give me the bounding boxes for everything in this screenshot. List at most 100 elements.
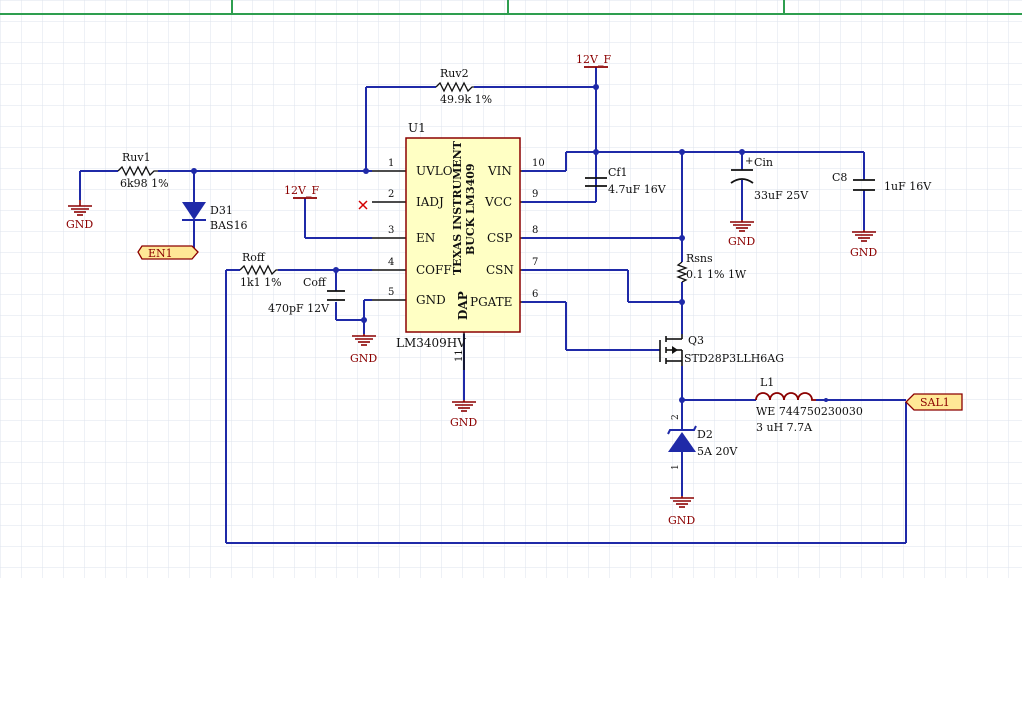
- diode-d31[interactable]: D31 BAS16: [182, 202, 248, 232]
- pin-name: COFF: [416, 263, 452, 277]
- pin-number: 4: [388, 257, 394, 268]
- resistor-ruv2-symbol: [435, 81, 474, 93]
- pin-name: CSP: [487, 231, 512, 245]
- junctions: [191, 84, 745, 403]
- rsns-ref: Rsns: [686, 252, 713, 265]
- diode-d2[interactable]: 2 1 D2 5A 20V: [667, 414, 738, 470]
- gnd-symbol: [730, 220, 754, 232]
- pin-name: IADJ: [416, 195, 444, 209]
- port-sal1-shape: [905, 393, 963, 411]
- pin-name: CSN: [486, 263, 514, 277]
- d31-symbol: [182, 202, 206, 220]
- capacitor-coff[interactable]: Coff 470pF 12V: [268, 276, 345, 315]
- no-connect-marker: [358, 200, 368, 210]
- ic-part-number: LM3409HV: [396, 336, 466, 350]
- cin-curved-plate: [730, 178, 754, 184]
- pin-name: GND: [416, 293, 446, 307]
- capacitor-cf1[interactable]: Cf1 4.7uF 16V: [585, 166, 667, 196]
- pin-number: 6: [532, 289, 538, 300]
- q3-ref: Q3: [688, 334, 704, 347]
- power-label-12v-left: 12V_F: [284, 184, 319, 199]
- schematic-sheet: U1 LM3409HV TEXAS INSTRUMENT BUCK LM3409…: [0, 0, 1022, 578]
- ruv2-ref: Ruv2: [440, 67, 469, 80]
- port-sal1[interactable]: SAL1: [905, 393, 963, 411]
- d31-ref: D31: [210, 204, 233, 217]
- cin-ref: Cin: [754, 156, 773, 169]
- wires: [79, 67, 907, 544]
- pin-number: 8: [532, 225, 538, 236]
- gnd-symbol: [670, 496, 694, 508]
- c8-ref: C8: [832, 171, 847, 184]
- l1-value-rating: 3 uH 7.7A: [756, 421, 813, 434]
- d2-pin-top: 2: [671, 414, 681, 420]
- resistor-ruv2[interactable]: Ruv2 49.9k 1%: [435, 67, 492, 106]
- ic-vendor-line2: BUCK LM3409: [464, 163, 477, 255]
- pin-name: PGATE: [470, 295, 512, 309]
- cin-polarity-mark: +: [745, 156, 753, 167]
- pin-name: VIN: [487, 164, 512, 178]
- pin-number: 9: [532, 189, 538, 200]
- resistor-ruv1[interactable]: Ruv1 6k98 1%: [117, 151, 169, 190]
- resistor-rsns-symbol: [676, 261, 688, 283]
- gnd-label: GND: [66, 218, 93, 231]
- pin-name: UVLO: [416, 164, 453, 178]
- q3-value: STD28P3LLH6AG: [684, 352, 784, 365]
- capacitor-c8[interactable]: C8 1uF 16V: [832, 171, 932, 193]
- capacitor-cin[interactable]: + Cin 33uF 25V: [730, 156, 809, 202]
- ruv1-value: 6k98 1%: [120, 177, 169, 190]
- roff-ref: Roff: [242, 251, 266, 264]
- power-label-left-text: 12V_F: [284, 184, 319, 197]
- d2-zener-bar: [667, 425, 697, 435]
- ruv2-value: 49.9k 1%: [440, 93, 492, 106]
- ruv1-ref: Ruv1: [122, 151, 151, 164]
- inductor-l1[interactable]: L1 WE 744750230030 3 uH 7.7A: [755, 376, 863, 434]
- resistor-rsns[interactable]: Rsns 0.1 1% 1W: [676, 252, 747, 283]
- gnd-label: GND: [850, 246, 877, 259]
- port-en1-label: EN1: [148, 247, 173, 260]
- resistor-roff-symbol: [239, 264, 278, 276]
- gnd-symbol: [852, 230, 876, 242]
- ic-dap-pin-number: 11: [454, 349, 465, 362]
- mosfet-q3[interactable]: Q3 STD28P3LLH6AG: [659, 334, 784, 366]
- pin-number: 7: [532, 257, 538, 268]
- power-label-12v-top: 12V_F: [576, 53, 611, 68]
- ic-vendor-line1: TEXAS INSTRUMENT: [451, 140, 464, 275]
- coff-value: 470pF 12V: [268, 302, 330, 315]
- ic-body: [405, 137, 521, 333]
- power-label-top-text: 12V_F: [576, 53, 611, 66]
- gnd-symbol: [452, 400, 476, 412]
- pin-number: 5: [388, 287, 394, 298]
- rsns-value: 0.1 1% 1W: [686, 268, 747, 281]
- cf1-ref: Cf1: [608, 166, 628, 179]
- l1-value-part: WE 744750230030: [756, 405, 863, 418]
- gnd-symbol: [352, 334, 376, 346]
- d2-pin-bottom: 1: [671, 464, 681, 470]
- port-en1-shape: [137, 245, 199, 260]
- coff-ref: Coff: [303, 276, 327, 289]
- pin-number: 2: [388, 189, 394, 200]
- gnd-symbol: [68, 200, 92, 216]
- pin-number: 3: [388, 225, 394, 236]
- ic-u1[interactable]: U1 LM3409HV TEXAS INSTRUMENT BUCK LM3409…: [372, 121, 545, 370]
- ic-dap-label: DAP: [456, 291, 470, 320]
- resistor-ruv1-symbol: [117, 165, 158, 177]
- d2-value: 5A 20V: [697, 445, 738, 458]
- port-en1[interactable]: EN1: [137, 245, 199, 260]
- q3-arrow: [672, 346, 678, 354]
- d2-symbol: [668, 432, 696, 452]
- l1-pin-end: [824, 398, 828, 402]
- sheet-border: [0, 0, 1022, 15]
- l1-ref: L1: [760, 376, 774, 389]
- roff-value: 1k1 1%: [240, 276, 282, 289]
- gnd-label: GND: [728, 235, 755, 248]
- d2-ref: D2: [697, 428, 713, 441]
- resistor-roff[interactable]: Roff 1k1 1%: [239, 251, 282, 289]
- pin-number: 1: [388, 158, 394, 169]
- gnd-label: GND: [350, 352, 377, 365]
- pin-name: EN: [416, 231, 435, 245]
- gnd-label: GND: [450, 416, 477, 429]
- l1-coils: [755, 392, 816, 401]
- gnd-label: GND: [668, 514, 695, 527]
- cf1-value: 4.7uF 16V: [608, 183, 667, 196]
- ic-designator: U1: [408, 121, 426, 135]
